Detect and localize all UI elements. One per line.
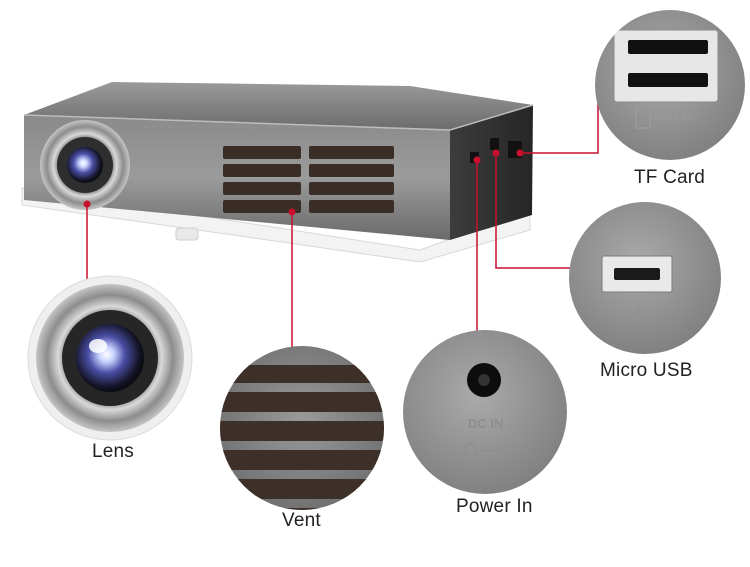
tf-card-label: TF Card xyxy=(634,167,706,188)
vent-detail xyxy=(220,346,384,510)
projector-vent-grille xyxy=(223,146,394,213)
projector-lens xyxy=(40,120,130,210)
vent-label: Vent xyxy=(282,510,321,531)
micro-usb-label: Micro USB xyxy=(600,360,693,381)
power-in-label: Power In xyxy=(456,496,533,517)
lens-label: Lens xyxy=(92,441,135,462)
leader-dots xyxy=(83,149,524,216)
micro-usb-detail xyxy=(569,202,721,354)
power-in-detail: DC IN xyxy=(403,330,567,494)
lens-detail xyxy=(27,275,193,441)
projector-body xyxy=(21,82,534,263)
micro-sd-logo: micro SD xyxy=(654,112,695,123)
dc-in-marking: DC IN xyxy=(468,416,503,431)
tf-card-detail: micro SD xyxy=(595,10,745,160)
